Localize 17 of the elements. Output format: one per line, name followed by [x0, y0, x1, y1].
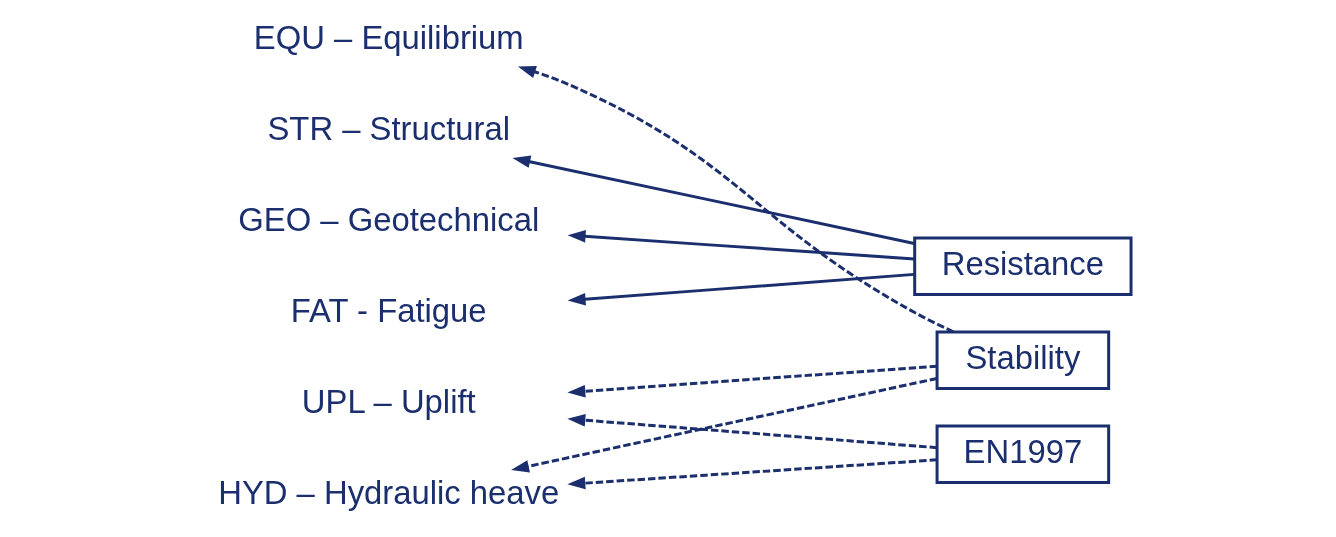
arrow: [510, 376, 937, 473]
arrow: [511, 155, 915, 245]
arrow: [567, 230, 914, 261]
node-box: EN1997: [935, 424, 1110, 485]
node-text: EQU – Equilibrium: [253, 19, 524, 57]
arrow: [566, 364, 937, 398]
arrow: [566, 414, 937, 450]
arrow: [567, 272, 914, 306]
node-text: FAT - Fatigue: [290, 292, 487, 330]
arrow: [566, 458, 937, 490]
node-text: UPL – Uplift: [301, 383, 476, 421]
arrow: [517, 65, 954, 334]
node-box: Stability: [935, 330, 1110, 391]
node-text: HYD – Hydraulic heave: [217, 474, 559, 512]
node-box: Resistance: [912, 236, 1132, 297]
node-text: STR – Structural: [266, 110, 510, 148]
node-text: GEO – Geotechnical: [237, 201, 539, 239]
